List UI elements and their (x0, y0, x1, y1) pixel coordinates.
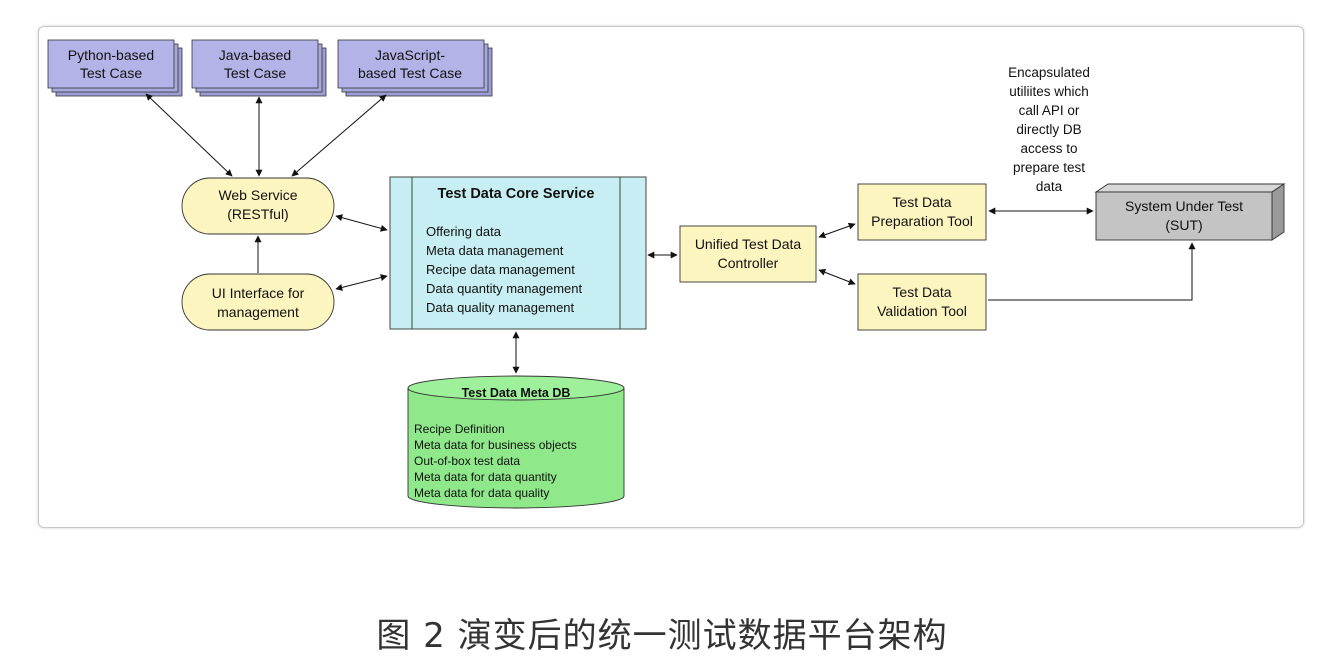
prep-tool-line1: Test Data (892, 194, 951, 210)
core-service-item: Data quantity management (426, 281, 582, 296)
ui-interface-line2: management (217, 304, 299, 320)
annotation-line: Encapsulated (1008, 65, 1090, 80)
web-service-line1: Web Service (218, 187, 297, 203)
prep-tool-node: Test Data Preparation Tool (857, 183, 987, 241)
annotation-line: call API or (1019, 103, 1080, 118)
validation-tool-node: Test Data Validation Tool (857, 273, 987, 331)
test-case-java-line1: Java-based (219, 47, 291, 63)
sut-node: System Under Test (SUT) (1094, 183, 1286, 241)
architecture-diagram: Python-based Test Case Java-based Test C… (47, 39, 1286, 509)
connector-ui-core (335, 274, 388, 291)
controller-node: Unified Test Data Controller (679, 225, 817, 283)
connector-controller-validation (818, 269, 856, 285)
meta-db-item: Meta data for data quantity (414, 470, 557, 484)
connector-python-webservice (145, 93, 233, 177)
validation-tool-line2: Validation Tool (877, 303, 967, 319)
meta-db-item: Meta data for data quality (414, 486, 549, 500)
annotation-line: data (1036, 179, 1063, 194)
figure-caption: 图 2 演变后的统一测试数据平台架构 (376, 616, 948, 656)
ui-interface-node: UI Interface for management (181, 273, 335, 331)
meta-db-item: Out-of-box test data (414, 454, 520, 468)
core-service-item: Recipe data management (426, 262, 575, 277)
connector-javascript-webservice (291, 94, 387, 177)
meta-db-node: Test Data Meta DB Recipe Definition Meta… (407, 375, 625, 509)
connectors (145, 93, 1196, 374)
controller-line1: Unified Test Data (695, 236, 802, 252)
controller-line2: Controller (718, 255, 779, 271)
sut-line1: System Under Test (1125, 198, 1243, 214)
test-case-python: Python-based Test Case (47, 39, 183, 97)
annotation-note: Encapsulated utiliites which call API or… (1008, 65, 1090, 194)
meta-db-item: Meta data for business objects (414, 438, 577, 452)
test-case-python-line2: Test Case (80, 65, 142, 81)
core-service-title: Test Data Core Service (438, 186, 595, 202)
annotation-line: utiliites which (1009, 84, 1089, 99)
annotation-line: access to (1020, 141, 1077, 156)
connector-webservice-core (335, 214, 388, 232)
connector-controller-prep (818, 222, 856, 239)
test-case-javascript-line1: JavaScript- (375, 47, 445, 63)
core-service-item: Offering data (426, 224, 502, 239)
annotation-line: prepare test (1013, 160, 1085, 175)
ui-interface-line1: UI Interface for (212, 285, 305, 301)
connector-validation-sut (988, 242, 1196, 301)
core-service-item: Meta data management (426, 243, 564, 258)
meta-db-title: Test Data Meta DB (462, 386, 571, 400)
meta-db-item: Recipe Definition (414, 422, 505, 436)
validation-tool-line1: Test Data (892, 284, 951, 300)
core-service-item: Data quality management (426, 300, 575, 315)
test-case-javascript: JavaScript- based Test Case (337, 39, 493, 97)
test-case-java: Java-based Test Case (191, 39, 327, 97)
test-case-python-line1: Python-based (68, 47, 154, 63)
web-service-line2: (RESTful) (227, 206, 288, 222)
sut-line2: (SUT) (1165, 217, 1202, 233)
web-service-node: Web Service (RESTful) (181, 177, 335, 235)
test-case-java-line2: Test Case (224, 65, 286, 81)
prep-tool-line2: Preparation Tool (871, 213, 973, 229)
annotation-line: directly DB (1016, 122, 1081, 137)
test-case-javascript-line2: based Test Case (358, 65, 462, 81)
core-service-node: Test Data Core Service Offering data Met… (389, 176, 647, 330)
